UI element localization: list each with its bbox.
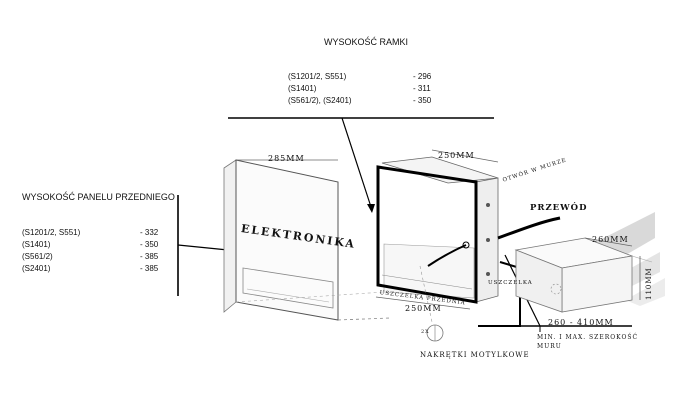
panel-height-leader xyxy=(177,244,229,251)
panel-value-1: - 332 xyxy=(140,228,159,237)
box-height-label: 110MM xyxy=(645,267,653,300)
frame-top-width-label: 250MM xyxy=(438,151,475,160)
frame-value-2: - 311 xyxy=(413,84,431,93)
panel-value-4: - 385 xyxy=(140,264,159,273)
depth-range-label: 260 - 410MM xyxy=(548,318,614,327)
wall-note-line1: MIN. I MAX. SZEROKOŚĆ xyxy=(537,334,639,341)
nuts-label: NAKRĘTKI MOTYLKOWE xyxy=(420,351,530,359)
nuts-count-label: 2X xyxy=(421,329,430,335)
rear-box xyxy=(514,237,653,313)
frame-value-3: - 350 xyxy=(413,96,432,105)
box-width-dim xyxy=(584,237,633,247)
panel-model-4: (S2401) xyxy=(22,264,51,273)
frame-bottom-dim xyxy=(375,296,471,310)
frame-model-2: (S1401) xyxy=(288,84,317,93)
frame-height-leader xyxy=(341,117,373,211)
cable xyxy=(497,216,561,240)
panel-value-3: - 385 xyxy=(140,252,159,261)
frame-top-dim xyxy=(431,149,499,163)
cable-inner xyxy=(427,244,467,267)
cable-label: PRZEWÓD xyxy=(530,203,588,213)
panel-width-label: 285MM xyxy=(268,154,305,163)
panel-model-1: (S1201/2, S551) xyxy=(22,228,81,237)
arrow-head xyxy=(367,204,375,213)
panel-value-2: - 350 xyxy=(140,240,159,249)
front-panel xyxy=(223,159,339,321)
box-width-label: 260MM xyxy=(592,235,629,244)
wall-note-line2: MURU xyxy=(537,343,562,350)
frame-value-1: - 296 xyxy=(413,72,432,81)
panel-height-title: WYSOKOŚĆ PANELU PRZEDNIEGO xyxy=(22,192,175,202)
frame-model-3: (S561/2), (S2401) xyxy=(288,96,352,105)
shadow-stripe xyxy=(625,278,665,306)
panel-model-2: (S1401) xyxy=(22,240,51,249)
wing-nut-icon xyxy=(426,324,444,342)
frame-box xyxy=(376,156,499,304)
frame-model-1: (S1201/2, S551) xyxy=(288,72,347,81)
seal-label: USZCZELKA xyxy=(488,280,533,286)
panel-model-3: (S561/2) xyxy=(22,252,53,261)
frame-bottom-width-label: 250MM xyxy=(405,304,442,313)
frame-height-title: WYSOKOŚĆ RAMKI xyxy=(324,37,409,47)
